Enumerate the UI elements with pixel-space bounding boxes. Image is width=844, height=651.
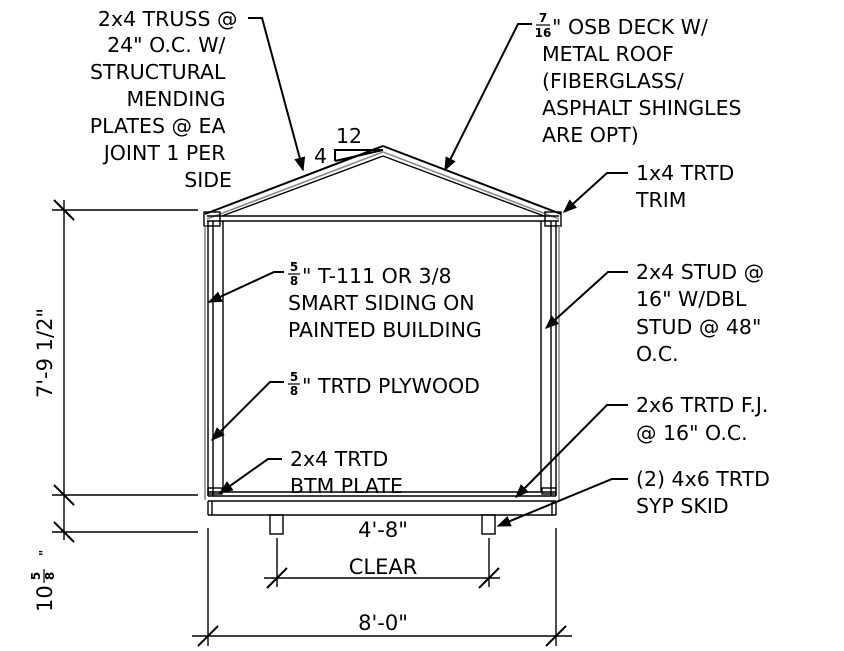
callout-stud: 2x4 STUD @ 16" W/DBL STUD @ 48" O.C.	[544, 260, 771, 366]
trim-left	[203, 211, 221, 227]
callout-deck: 7 16 " OSB DECK W/ METAL ROOF (FIBERGLAS…	[444, 11, 748, 172]
svg-text:2x4 TRTD BTM PLATE: 2x4 TRTD BTM PLATE	[290, 447, 403, 498]
dimension-clear-width: 4'-8" CLEAR	[264, 518, 500, 589]
pitch-run: 12	[336, 124, 362, 148]
pitch-rise: 4	[314, 144, 327, 168]
svg-text:5: 5	[290, 260, 298, 274]
trim-right	[544, 211, 562, 227]
wall-height-dim: 7'-9 1/2"	[33, 308, 57, 398]
dimension-overall-width: 8'-0"	[192, 528, 572, 647]
callout-plate: 2x4 TRTD BTM PLATE	[218, 447, 403, 498]
svg-text:8: 8	[43, 572, 57, 580]
svg-text:" OSB DECK W/ METAL ROOF: " OSB DECK W/ METAL ROOF (FIBERGLASS/ AS…	[542, 15, 748, 147]
clear-label: CLEAR	[349, 555, 418, 579]
svg-text:7: 7	[539, 11, 547, 25]
svg-text:2x4 STUD @ 16" W/DBL: 2x4 STUD @ 16" W/DBL STUD @ 48" O.C.	[636, 260, 771, 366]
callout-trim: 1x4 TRTD TRIM	[562, 161, 741, 213]
svg-text:8: 8	[290, 384, 298, 398]
svg-text:16: 16	[535, 26, 552, 40]
svg-text:1x4 TRTD TRIM: 1x4 TRTD TRIM	[635, 161, 741, 212]
svg-text:8: 8	[290, 274, 298, 288]
skid-left	[269, 514, 284, 535]
svg-text:": "	[37, 550, 51, 556]
floor-height-dim: 10	[33, 585, 57, 612]
svg-text:" TRTD PLYWOOD: " TRTD PLYWOOD	[302, 374, 480, 398]
callout-truss: 2x4 TRUSS @ 24" O.C. W/ STRUCTURAL MENDI…	[90, 7, 306, 192]
svg-text:(2) 4x6 TRTD SYP SKID: (2) 4x6 TRTD SYP SKID	[636, 467, 776, 518]
overall-width-dim: 8'-0"	[358, 611, 408, 635]
roof	[203, 145, 562, 227]
callout-skid: (2) 4x6 TRTD SYP SKID	[496, 467, 776, 527]
svg-text:2x6 TRTD F.J. @ 16" O.C.: 2x6 TRTD F.J. @ 16" O.C.	[636, 393, 775, 445]
svg-text:" T-111 OR 3/8 SMART SID: " T-111 OR 3/8 SMART SIDING ON PAINTED B…	[288, 264, 482, 342]
roof-deck-right	[382, 145, 562, 215]
skid-right	[481, 514, 496, 535]
walls	[204, 221, 560, 500]
svg-text:5: 5	[290, 370, 298, 384]
svg-text:2x4 TRUSS @ 24" O.C. W/: 2x4 TRUSS @ 24" O.C. W/ STRUCTURAL MENDI…	[90, 7, 244, 192]
clear-width-dim: 4'-8"	[358, 518, 408, 542]
svg-text:5: 5	[29, 572, 43, 580]
dimension-wall-height: 7'-9 1/2"	[33, 199, 198, 543]
dimension-floor-height: 10 5 8 "	[29, 550, 57, 612]
callout-siding: 5 8 " T-111 OR 3/8 SMART SIDING ON PAINT…	[207, 260, 482, 342]
callout-plywood: 5 8 " TRTD PLYWOOD	[211, 370, 480, 441]
pitch-symbol: 12 4	[314, 124, 384, 168]
callout-joist: 2x6 TRTD F.J. @ 16" O.C.	[515, 393, 775, 498]
